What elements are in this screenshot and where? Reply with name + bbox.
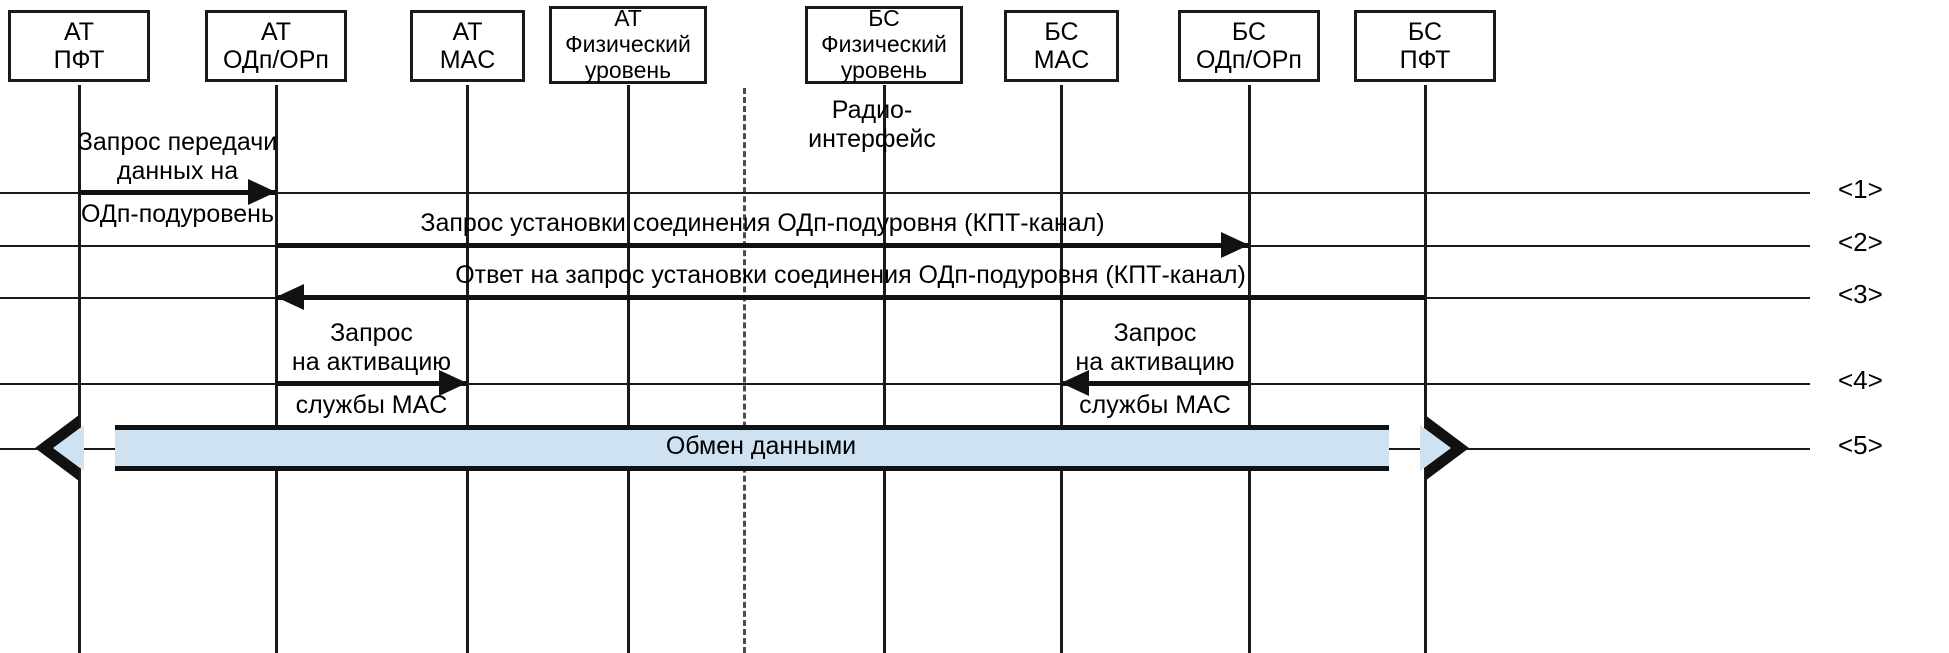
- arrow-head-right-msg-1: [248, 179, 276, 205]
- data-exchange-label-text: Обмен данными: [657, 432, 865, 460]
- lifeline-at-phy: [627, 85, 630, 653]
- arrow-head-left-msg-4b: [1061, 370, 1089, 396]
- lifeline-label-line1: БС: [1044, 18, 1079, 46]
- message-label-line1: Запрос: [1113, 319, 1197, 347]
- radio-interface-annotation: Радио-интерфейс: [762, 96, 982, 153]
- arrow-head-right-msg-2: [1221, 232, 1249, 258]
- lifeline-label-line2: ПФТ: [53, 46, 105, 74]
- data-exchange-arrow-left-fill: [53, 425, 84, 471]
- message-line-msg-2[interactable]: [276, 243, 1249, 248]
- lifeline-label-line1: БС: [1407, 18, 1443, 46]
- arrow-head-right-msg-4a: [439, 370, 467, 396]
- lifeline-bs-mac: [1060, 85, 1063, 653]
- lifeline-label-line2: ОДп/ОРп: [223, 46, 329, 74]
- message-line-msg-1[interactable]: [79, 190, 276, 195]
- lifeline-label-line2: Физический: [565, 31, 691, 58]
- lifeline-label-line2: ПФТ: [1399, 46, 1451, 74]
- lifeline-at-odp-orp: [275, 85, 278, 653]
- reference-label-ref-1: <1>: [1838, 174, 1883, 204]
- message-line-msg-4b[interactable]: [1061, 381, 1249, 386]
- message-line-msg-3[interactable]: [276, 295, 1425, 300]
- message-label-above-msg-3: Ответ на запрос установки соединения ОДп…: [216, 261, 1485, 290]
- lifeline-label-line1: АТ: [614, 5, 642, 32]
- message-label-below-msg-1: ОДп-подуровень: [81, 200, 274, 228]
- lifeline-label-line2: MAC: [439, 46, 496, 74]
- message-label-line1: Запрос передачи: [77, 128, 278, 156]
- message-label-below-msg-4b: службы MAC: [1079, 391, 1231, 419]
- message-label-line1: Ответ на запрос установки соединения ОДп…: [455, 261, 1246, 289]
- lifeline-label-line2: ОДп/ОРп: [1196, 46, 1302, 74]
- lifeline-label-line2: MAC: [1033, 46, 1090, 74]
- lifeline-at-mac: [466, 85, 469, 653]
- reference-rule-ref-4: [0, 383, 1810, 385]
- radio-interface-line1: Радио-: [831, 96, 913, 124]
- lifeline-label-line3: уровень: [584, 56, 672, 83]
- lifeline-bs-odp-orp: [1248, 85, 1251, 653]
- message-label-line1: Запрос: [330, 319, 413, 347]
- lifeline-label-line1: АТ: [261, 18, 291, 46]
- lifeline-label-line3: уровень: [840, 56, 928, 83]
- reference-label-ref-3: <3>: [1838, 279, 1883, 309]
- lifeline-label-line1: АТ: [452, 18, 483, 46]
- lifeline-bs-phy: [883, 85, 886, 653]
- message-label-line1: Запрос установки соединения ОДп-подуровн…: [420, 209, 1105, 237]
- lifeline-label-line1: БС: [1231, 18, 1267, 46]
- message-label-line2: на активацию: [1075, 347, 1235, 376]
- reference-rule-ref-1: [0, 192, 1810, 194]
- message-label-below-msg-4a: службы MAC: [295, 391, 448, 419]
- message-label-line2: данных на: [116, 156, 239, 185]
- data-exchange-arrow-right-fill: [1420, 425, 1451, 471]
- lifeline-bs-pft: [1424, 85, 1427, 653]
- reference-label-ref-5: <5>: [1838, 430, 1883, 460]
- lifeline-label-line1: БС: [868, 5, 900, 32]
- lifeline-radio: [743, 88, 746, 653]
- arrow-head-left-msg-3: [276, 284, 304, 310]
- message-label-line2: на активацию: [291, 347, 452, 376]
- reference-label-ref-2: <2>: [1838, 227, 1883, 257]
- lifeline-label-line1: АТ: [64, 18, 94, 46]
- lifeline-label-line2: Физический: [821, 31, 947, 58]
- reference-label-ref-4: <4>: [1838, 365, 1883, 395]
- data-exchange-label: Обмен данными: [0, 432, 1522, 461]
- message-label-above-msg-2: Запрос установки соединения ОДп-подуровн…: [216, 209, 1309, 238]
- radio-interface-line2: интерфейс: [808, 124, 936, 153]
- message-line-msg-4a[interactable]: [276, 381, 467, 386]
- lifeline-at-pft: [78, 85, 81, 653]
